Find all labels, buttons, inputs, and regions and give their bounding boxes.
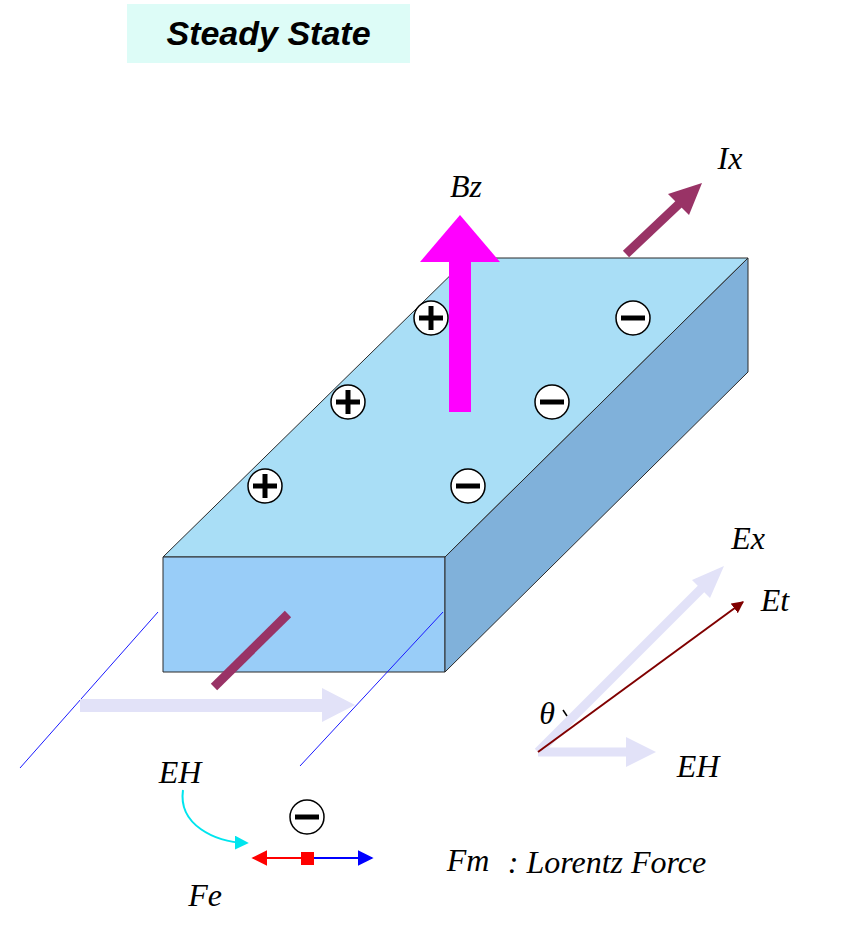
current-lead [214,614,288,687]
field-label: Bz [450,170,482,202]
negative-charge [535,385,569,419]
negative-charge [451,469,485,503]
guide-line [300,612,443,766]
force-description: : Lorentz Force [508,846,706,878]
title-box: Steady State [127,4,410,63]
vector-label: Et [761,584,789,616]
magnetic-field-arrow [420,215,500,412]
positive-charge [414,301,448,335]
negative-charge [290,800,324,834]
field-label: EH [159,756,202,788]
field-vector-diagram [538,566,743,767]
positive-charge [331,385,365,419]
guide-line [20,612,158,768]
semiconductor-slab [163,258,748,672]
negative-charge [616,301,650,335]
force-label: Fm [447,844,490,876]
positive-charge [248,469,282,503]
vector-label: Ex [731,522,765,554]
angle-label: θ [539,697,555,729]
force-diagram [253,852,372,865]
hall-field-arrow [80,688,355,722]
force-label: Fe [188,879,222,911]
title-text: Steady State [166,14,370,53]
current-label: Ix [718,142,743,174]
vector-label: EH [677,750,720,782]
pointer-curve [183,790,246,843]
current-arrow [626,183,702,254]
